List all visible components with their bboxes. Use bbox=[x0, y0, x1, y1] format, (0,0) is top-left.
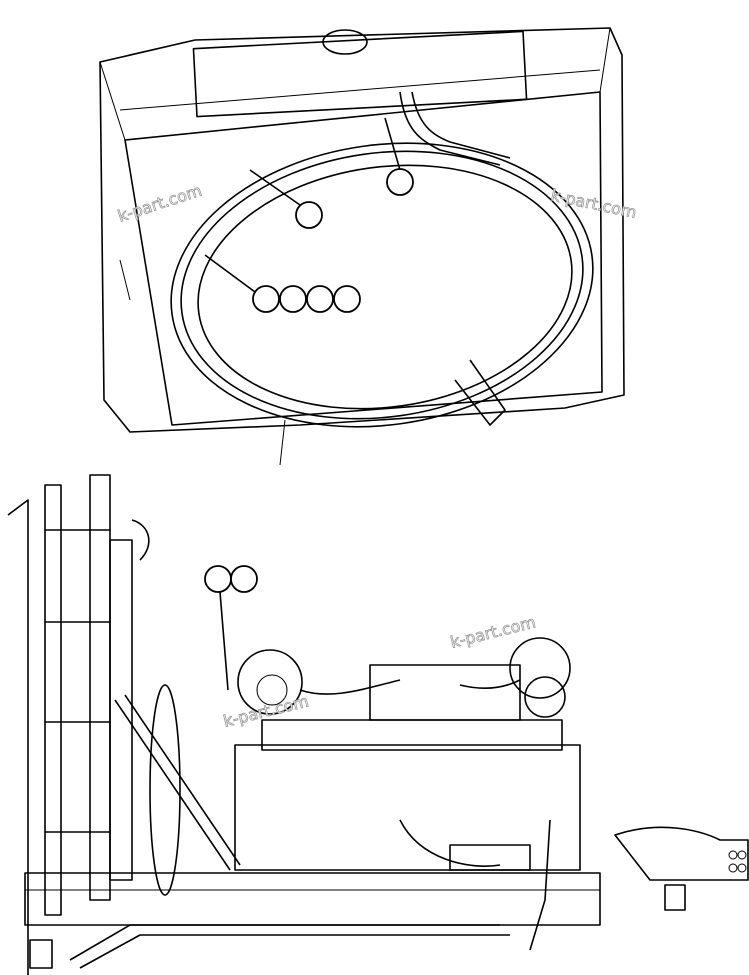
radiator-frame-left-post bbox=[44, 484, 62, 916]
radiator-frame-right-post bbox=[89, 474, 111, 901]
fan-shroud-ring-outer bbox=[170, 142, 594, 428]
leader-line bbox=[249, 169, 301, 206]
left-panel bbox=[7, 499, 29, 975]
radiator-housing-outline bbox=[99, 27, 625, 433]
turbocharger bbox=[237, 649, 303, 715]
callout-circle[interactable] bbox=[230, 565, 258, 593]
leader-line bbox=[219, 591, 229, 691]
engine-side-view bbox=[7, 474, 749, 975]
top-tank bbox=[192, 30, 528, 118]
watermarks: k-part.com k-part.com k-part.com k-part.… bbox=[115, 180, 639, 731]
turbocharger bbox=[509, 637, 571, 699]
radiator-shroud-view bbox=[99, 27, 625, 466]
hydraulic-lines bbox=[69, 924, 500, 961]
callout-circle[interactable] bbox=[306, 285, 334, 313]
filler-cap bbox=[322, 29, 368, 55]
watermark: k-part.com bbox=[549, 185, 638, 222]
watermark: k-part.com bbox=[221, 691, 310, 731]
callout-circle[interactable] bbox=[386, 168, 414, 196]
fan-shroud-ring-inner bbox=[197, 164, 573, 410]
callout-circle[interactable] bbox=[333, 285, 361, 313]
fan-pulley bbox=[149, 684, 181, 896]
shroud-front-face bbox=[124, 91, 603, 426]
watermark: k-part.com bbox=[448, 612, 537, 652]
callout-circle[interactable] bbox=[252, 285, 280, 313]
leader-line bbox=[384, 117, 401, 171]
hose bbox=[399, 91, 501, 166]
callout-circle[interactable] bbox=[295, 201, 323, 229]
callout-circle[interactable] bbox=[204, 565, 232, 593]
callout-circle[interactable] bbox=[279, 285, 307, 313]
engine-block bbox=[234, 744, 581, 871]
watermark: k-part.com bbox=[115, 181, 204, 226]
right-bracket bbox=[614, 826, 749, 881]
leader-line bbox=[204, 254, 256, 293]
